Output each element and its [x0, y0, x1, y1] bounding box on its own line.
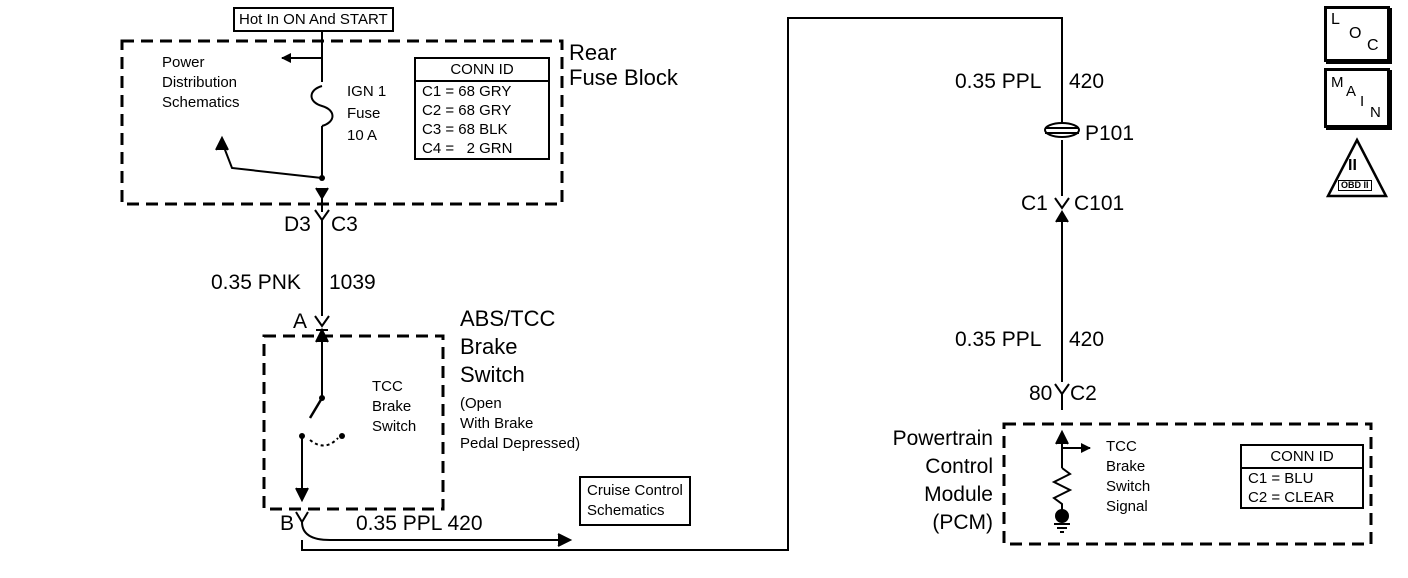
abs-tcc-note-line2: With Brake: [460, 415, 534, 432]
abs-tcc-title-line2: Brake: [460, 334, 518, 359]
fuse-line3: 10 A: [347, 127, 378, 144]
connector-d3-label: D3: [284, 213, 311, 236]
pcm-line2: Control: [925, 455, 993, 478]
splice-p101: [1044, 122, 1080, 138]
wire-1039-circuit: 1039: [329, 271, 376, 294]
tcc-signal-line4: Signal: [1106, 498, 1148, 515]
tcc-brake-switch-label: TCC Brake Switch: [372, 377, 416, 437]
resistor: [1051, 467, 1073, 512]
fuse-line2: Fuse: [347, 105, 381, 122]
abs-tcc-switch-outline: [262, 334, 445, 511]
conn-id-row: C4 = 2 GRN: [422, 140, 513, 157]
pin-80-label: 80: [1029, 382, 1053, 405]
power-distribution-line2: Distribution: [162, 74, 238, 91]
conn-id-title: CONN ID: [416, 59, 548, 82]
rear-fuse-block-label: Rear Fuse Block: [569, 40, 678, 90]
obd-numeral: II: [1348, 157, 1357, 174]
rear-fuse-block-outline: [120, 39, 564, 206]
loc-letter-c: C: [1367, 37, 1379, 54]
wire-1039-color: 0.35 PNK: [211, 271, 301, 294]
wire-long-route: [301, 17, 1063, 551]
splice-p101-label: P101: [1085, 122, 1135, 145]
tcc-signal-line3: Switch: [1106, 478, 1151, 495]
main-letter-n: N: [1370, 104, 1381, 121]
cruise-control-line2: Schematics: [587, 502, 665, 519]
conn-id-row: C2 = CLEAR: [1248, 489, 1335, 506]
conn-id-row: C2 = 68 GRY: [422, 102, 512, 119]
abs-tcc-note-line3: Pedal Depressed): [460, 435, 581, 452]
cruise-control-schematics[interactable]: Cruise Control Schematics: [579, 476, 691, 526]
tcc-switch-line3: Switch: [372, 418, 417, 435]
connector-c2: [1054, 383, 1070, 396]
wire-mid-right-color: 0.35 PPL: [955, 328, 1042, 351]
obd-icon-text: OBD II: [1338, 180, 1372, 191]
pcm-line4: (PCM): [932, 511, 993, 534]
power-distribution-label[interactable]: Power Distribution Schematics: [162, 53, 240, 113]
abs-tcc-switch-title: ABS/TCC Brake Switch: [460, 305, 555, 389]
main-icon[interactable]: M A I N: [1324, 68, 1390, 128]
rear-fuse-block-line1: Rear: [569, 40, 617, 65]
wire-top-right-circuit: 420: [1069, 70, 1105, 93]
connector-c101-label: C101: [1074, 192, 1125, 215]
conn-id-fuse-block: CONN ID C1 = 68 GRY C2 = 68 GRY C3 = 68 …: [414, 57, 550, 160]
connector-c1-label: C1: [1021, 192, 1048, 215]
fuse-line1: IGN 1: [347, 83, 387, 100]
conn-id-row: C1 = BLU: [1248, 470, 1314, 487]
main-letter-m: M: [1331, 74, 1344, 91]
pcm-line1: Powertrain: [892, 427, 993, 450]
switch-contact: [308, 397, 324, 419]
power-distribution-line1: Power: [162, 54, 205, 71]
location-icon[interactable]: L O C: [1324, 6, 1390, 62]
tcc-signal-label: TCC Brake Switch Signal: [1106, 437, 1150, 517]
obd-triangle: [1325, 137, 1389, 198]
pin-b-label: B: [280, 512, 295, 535]
pcm-outline: [1002, 422, 1373, 546]
abs-tcc-title-line1: ABS/TCC: [460, 306, 556, 331]
fuse-label: IGN 1 Fuse 10 A: [347, 81, 386, 147]
loc-letter-o: O: [1349, 25, 1362, 42]
power-distribution-line3: Schematics: [162, 94, 240, 111]
pin-a-label: A: [293, 310, 308, 333]
pin-c2-label: C2: [1070, 382, 1097, 405]
branch-arrow: [221, 141, 323, 179]
main-letter-i: I: [1360, 93, 1365, 110]
pcm-line3: Module: [924, 483, 993, 506]
connector-a: [314, 315, 330, 328]
connector-c3-label: C3: [331, 213, 358, 236]
loc-letter-l: L: [1331, 11, 1340, 28]
conn-id-pcm: CONN ID C1 = BLU C2 = CLEAR: [1240, 444, 1364, 509]
abs-tcc-note-line1: (Open: [460, 395, 502, 412]
wire-top-right-color: 0.35 PPL: [955, 70, 1042, 93]
rear-fuse-block-line2: Fuse Block: [569, 65, 678, 90]
connector-c101: [1054, 197, 1070, 210]
tcc-switch-line2: Brake: [372, 398, 412, 415]
tcc-signal-line2: Brake: [1106, 458, 1146, 475]
fuse-symbol: [310, 85, 334, 127]
conn-id-row: C3 = 68 BLK: [422, 121, 508, 138]
cruise-control-line1: Cruise Control: [587, 482, 683, 499]
conn-id-row: C1 = 68 GRY: [422, 83, 512, 100]
tcc-switch-line1: TCC: [372, 378, 403, 395]
conn-id-title: CONN ID: [1242, 446, 1362, 469]
abs-tcc-switch-note: (Open With Brake Pedal Depressed): [460, 394, 580, 454]
wire-bottom: [301, 521, 560, 541]
hot-in-label: Hot In ON And START: [233, 7, 394, 32]
wire-bottom-label: 0.35 PPL 420: [356, 512, 483, 535]
pcm-label: Powertrain Control Module (PCM): [860, 425, 993, 537]
wire-mid-right-circuit: 420: [1069, 328, 1105, 351]
main-letter-a: A: [1346, 83, 1357, 100]
abs-tcc-title-line3: Switch: [460, 362, 525, 387]
tcc-signal-line1: TCC: [1106, 438, 1137, 455]
connector-b: [295, 511, 309, 524]
